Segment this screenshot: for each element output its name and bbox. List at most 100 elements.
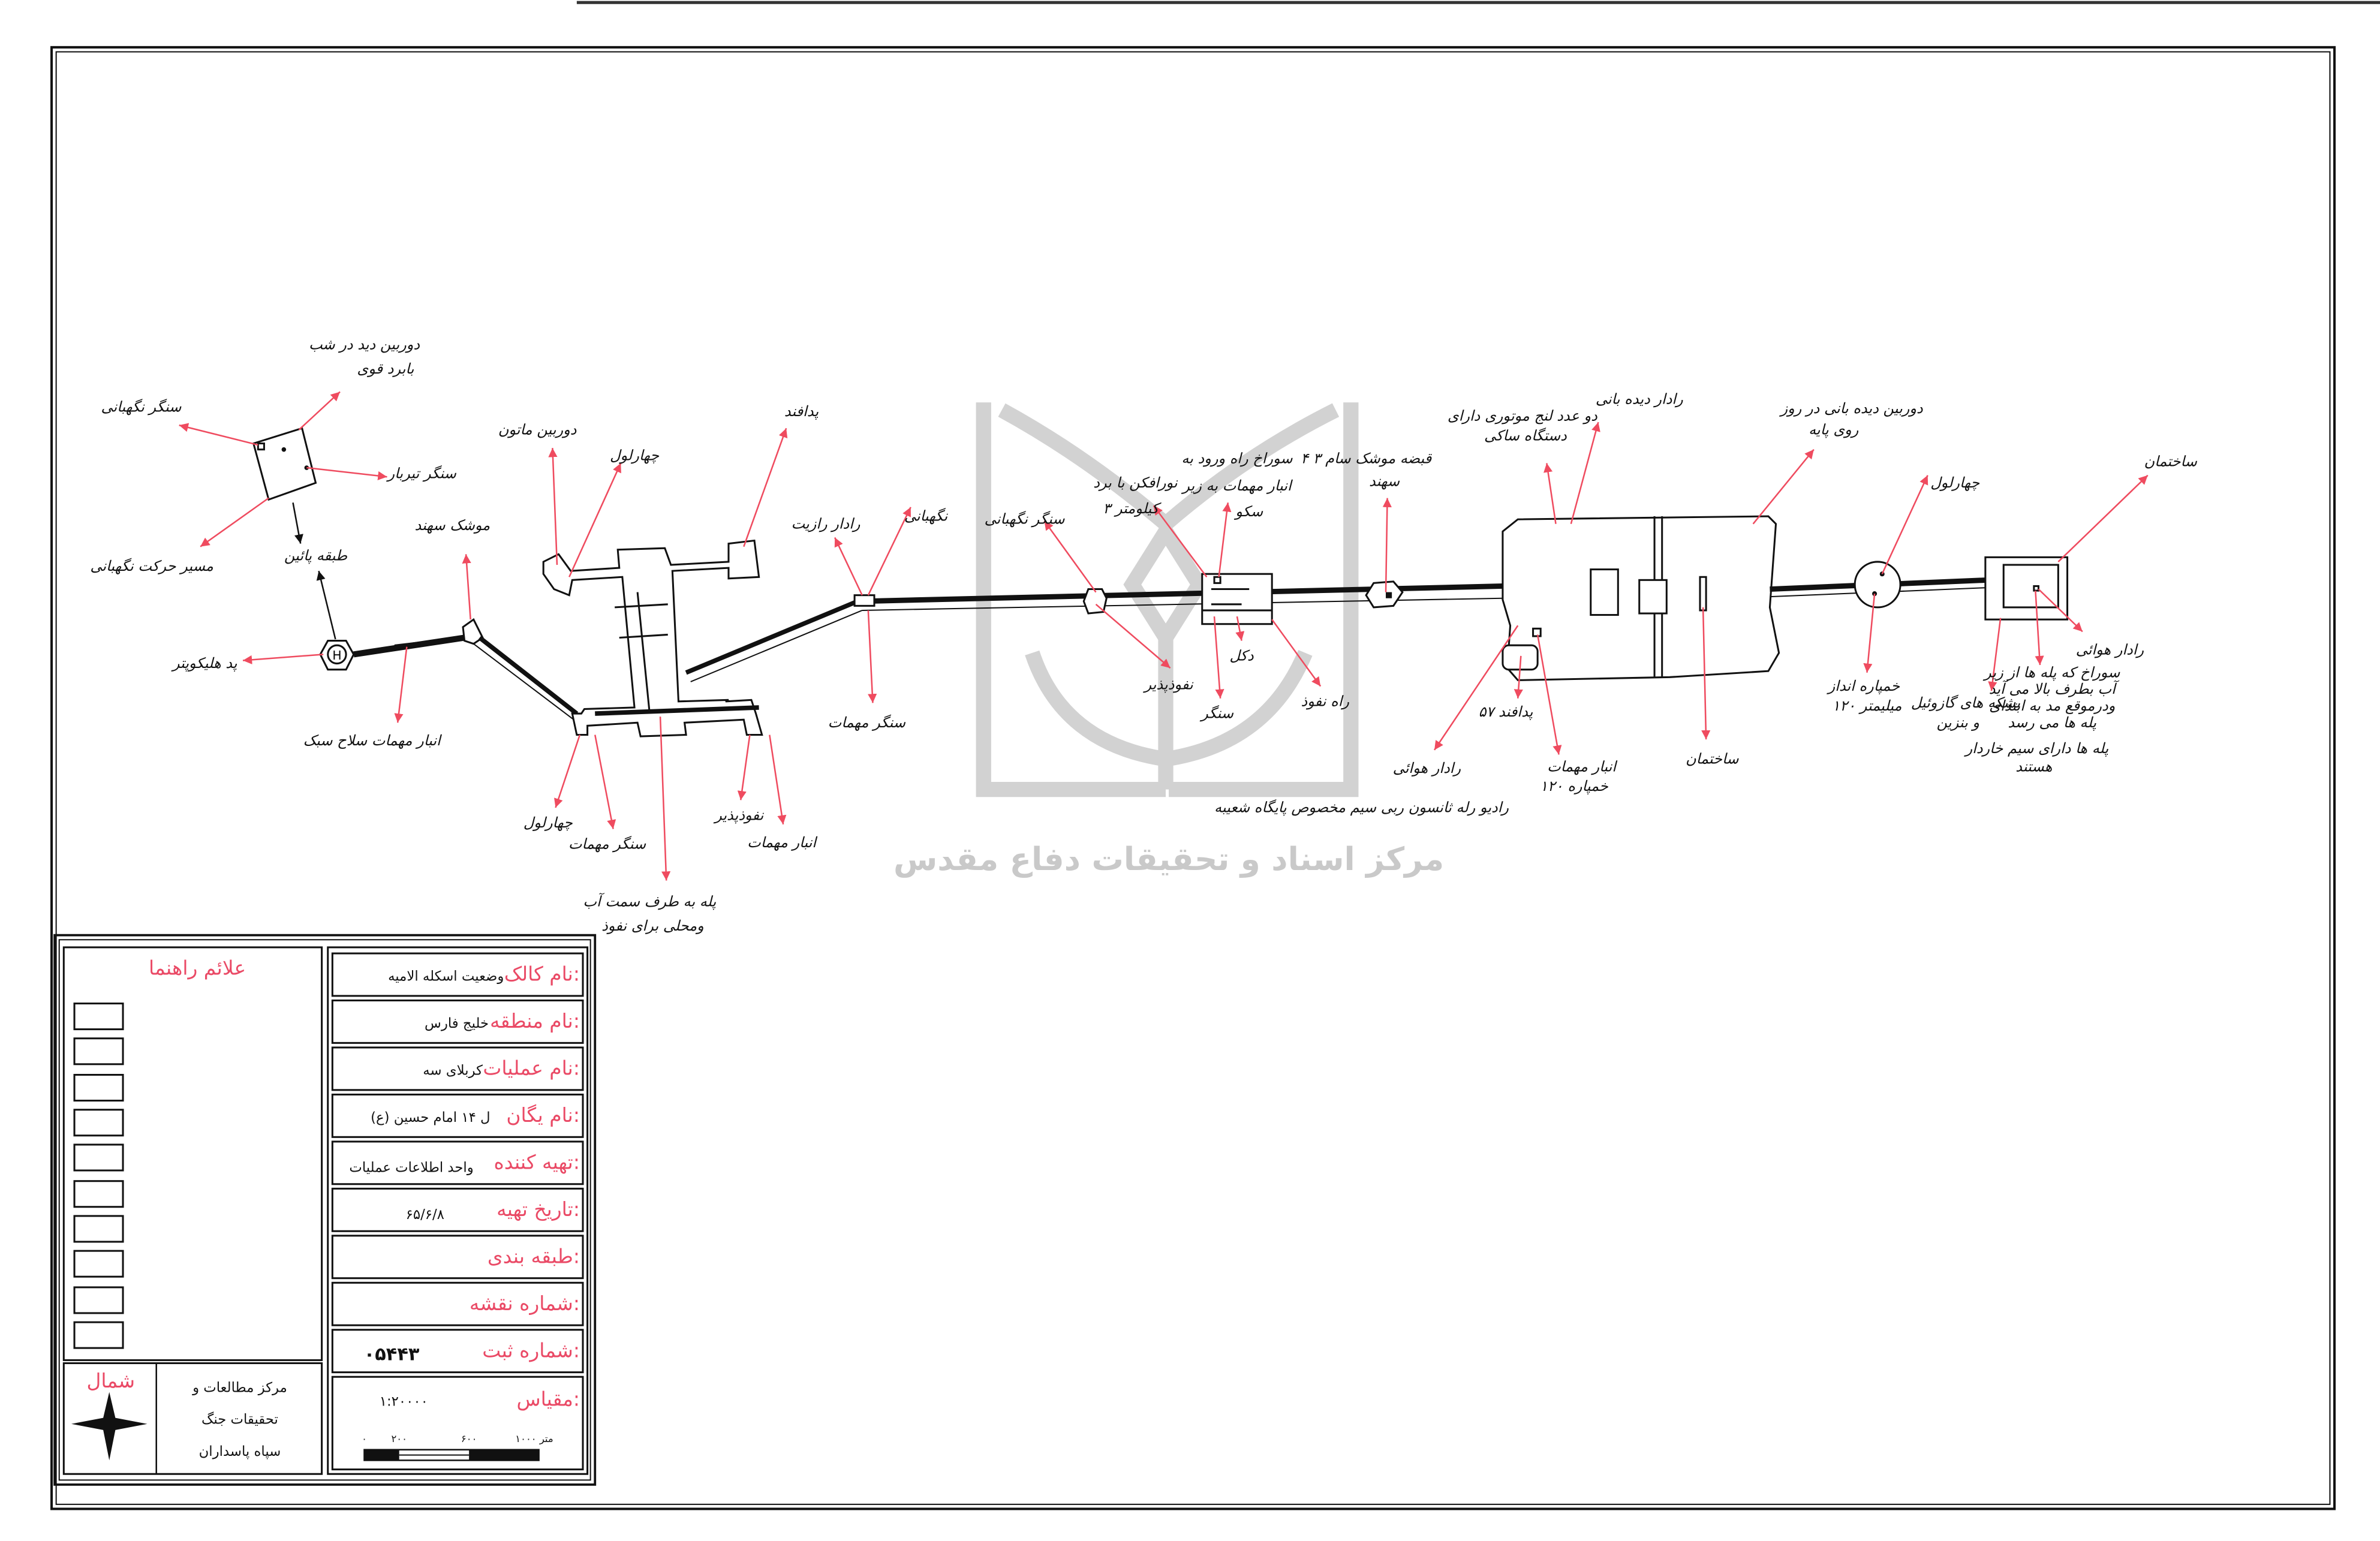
label-building-right: ساختمان [2144, 453, 2197, 469]
helipad-mark: H [332, 648, 341, 663]
row-value: واحد اطلاعات عملیات [349, 1160, 473, 1176]
label-camera: دوربین ماتون [498, 421, 577, 438]
label-boats-2: دستگاه ساکی [1484, 427, 1567, 444]
label-arrows [179, 391, 2149, 881]
label-hole-stairs-3: ودرموقع مد به ابتدای [1989, 697, 2115, 714]
label-post: سنگر [1199, 705, 1234, 722]
registration-number: ۰۵۴۴۳ [364, 1344, 420, 1365]
label-ammo-post-mid: سنگر مهمات [828, 714, 906, 731]
row-key: تاریخ تهیه: [497, 1197, 580, 1221]
label-stairs: پله به طرف سمت آب [583, 893, 716, 910]
label-entry-hole-2: انبار مهمات به زیر [1181, 477, 1293, 494]
label-quad-gun-bottom: چهارلول [523, 814, 573, 831]
org-line-1: مرکز مطالعات و [192, 1380, 287, 1396]
label-penetrable: نفوذپذیر [713, 806, 765, 823]
label-infiltration-route: راه نفوذ [1301, 693, 1350, 709]
label-air-defense-57: پدافند ۵۷ [1479, 703, 1533, 720]
label-mortar: خمپاره انداز [1827, 678, 1900, 694]
info-row: مقیاس: ۱:۲۰۰۰۰ [380, 1387, 580, 1410]
label-mortar-ammo: انبار مهمات [1547, 758, 1617, 775]
label-razit-radar: رادار رازیت [791, 515, 860, 532]
label-sam-2: سهند [1369, 472, 1400, 489]
info-row: طبقه بندی: [488, 1244, 580, 1268]
label-hole-stairs-4: پله ها می رسد [2008, 714, 2096, 731]
north-arrow-icon [71, 1392, 148, 1461]
label-stairs-2: ومحلی برای نفوذ [601, 917, 704, 934]
label-ammo-store: انبار مهمات [747, 834, 817, 851]
label-building-mid: ساختمان [1686, 751, 1739, 768]
label-observation-radar: رادار دیده بانی [1596, 391, 1683, 408]
label-sam: ۴ قبضه موشک سام ۳ [1301, 450, 1433, 466]
row-key: شماره ثبت: [482, 1338, 580, 1362]
scale-tick: ۲۰۰ [391, 1433, 407, 1444]
label-helipad: پد هلیکوپتر [171, 655, 237, 672]
row-key: شماره نقشه: [470, 1292, 580, 1315]
sheet-border [50, 1, 2380, 1510]
legend-panel: علائم راهنما شمال مرکز مطالعات و تحقیقات… [62, 946, 323, 1475]
label-day-camera-2: روی پایه [1809, 421, 1859, 438]
label-barbed-wire: پله ها دارای سیم خاردار [1964, 740, 2109, 757]
label-ammo-post: سنگر مهمات [568, 835, 646, 852]
label-boats: دو عدد لنج موتوری دارای [1448, 408, 1597, 425]
scale-tick: ۱۰۰۰ متر [515, 1433, 553, 1445]
label-entry-hole-3: سکو [1233, 503, 1263, 520]
label-searchlight: نورافکن با برد [1093, 474, 1178, 491]
label-entry-hole: سوراخ راه ورود به [1181, 450, 1293, 466]
label-hole-stairs-2: آب بطرف بالا می آید [1989, 680, 2120, 697]
legend-boxes [73, 1003, 124, 1349]
info-row: نام منطقه:خلیج فارس [425, 1009, 580, 1033]
info-row: شماره ثبت: ۰۵۴۴۳ [364, 1338, 580, 1365]
label-air-radar-right: رادار هوائی [2076, 641, 2144, 658]
label-sahand-missile: موشک سهند [414, 517, 490, 534]
label-air-radar-mid: رادار هوائی [1393, 760, 1461, 776]
label-radio-relay: رادیو رله ثانسون ربی سیم مخصوص پایگاه شع… [1214, 799, 1509, 816]
label-lower-floor: طبقه پائین [284, 547, 348, 564]
label-mast: دکل [1229, 647, 1254, 664]
scale-tick: ۰ [362, 1433, 367, 1444]
row-key: نام منطقه: [490, 1009, 580, 1033]
label-air-defense: پدافند [784, 403, 819, 420]
scale-bar: ۰ ۲۰۰ ۶۰۰ ۱۰۰۰ متر [362, 1433, 553, 1461]
scale-value: ۱:۲۰۰۰۰ [380, 1393, 428, 1409]
label-mortar-2: ۱۲۰ میلیمتر [1832, 697, 1901, 714]
label-mg-post: سنگر تیربار [386, 465, 457, 482]
info-panel: نام کالک:وضعیت اسکله الامیه نام منطقه:خل… [327, 946, 589, 1475]
label-guard-route: مسیر حرکت نگهبانی [90, 558, 213, 574]
label-searchlight-range: ۳ کیلومتر [1103, 500, 1162, 517]
walkways [353, 515, 2069, 738]
label-hole-stairs: سوراخ که پله ها از زیر [1982, 664, 2120, 681]
label-guard: نگهبانی [904, 508, 949, 525]
row-key: نام یگان: [506, 1103, 580, 1127]
label-night-camera-range: بابرد قوی [357, 360, 414, 377]
row-key: مقیاس: [516, 1387, 579, 1410]
map-labels: دوربین دید در شب بابرد قوی سنگر نگهبانی … [90, 336, 2197, 934]
row-value: ۶۵/۶/۸ [406, 1207, 444, 1223]
label-mortar-ammo-2: خمپاره ۱۲۰ [1540, 778, 1608, 794]
guard-tower [252, 427, 317, 501]
label-night-camera: دوربین دید در شب [309, 336, 420, 353]
org-line-2: تحقیقات جنگ [201, 1411, 278, 1428]
watermark-logo [976, 402, 1359, 797]
label-barrels-2: و بنزین [1937, 714, 1979, 731]
row-value: خلیج فارس [425, 1016, 489, 1031]
row-key: نام کالک: [504, 962, 580, 986]
label-barbed-wire-2: هستند [2015, 758, 2053, 775]
row-key: نام عملیات: [483, 1057, 580, 1080]
row-value: کربلای سه [423, 1063, 483, 1079]
label-guard-post-mid: سنگر نگهبانی [985, 511, 1066, 528]
info-row: نام عملیات:کربلای سه [423, 1057, 580, 1080]
label-quad-gun-right: چهارلول [1930, 474, 1979, 491]
info-row: تاریخ تهیه: ۶۵/۶/۸ [406, 1197, 580, 1223]
watermark-text: مرکز اسناد و تحقیقات دفاع مقدس [893, 841, 1444, 878]
legend-title: علائم راهنما [149, 956, 246, 979]
label-light-ammo-store: انبار مهمات سلاح سبک [303, 732, 442, 749]
label-guard-post: سنگر نگهبانی [101, 398, 182, 415]
title-block: علائم راهنما شمال مرکز مطالعات و تحقیقات… [53, 934, 597, 1486]
label-day-camera: دوربین دیده بانی در روز [1779, 400, 1923, 417]
row-key: طبقه بندی: [488, 1244, 580, 1268]
north-label: شمال [87, 1369, 136, 1392]
label-barrels: بشکه های گازوئیل [1911, 694, 2021, 711]
row-value: وضعیت اسکله الامیه [388, 969, 504, 985]
info-row: نام یگان:ل ۱۴ امام حسین (ع) [371, 1103, 580, 1127]
